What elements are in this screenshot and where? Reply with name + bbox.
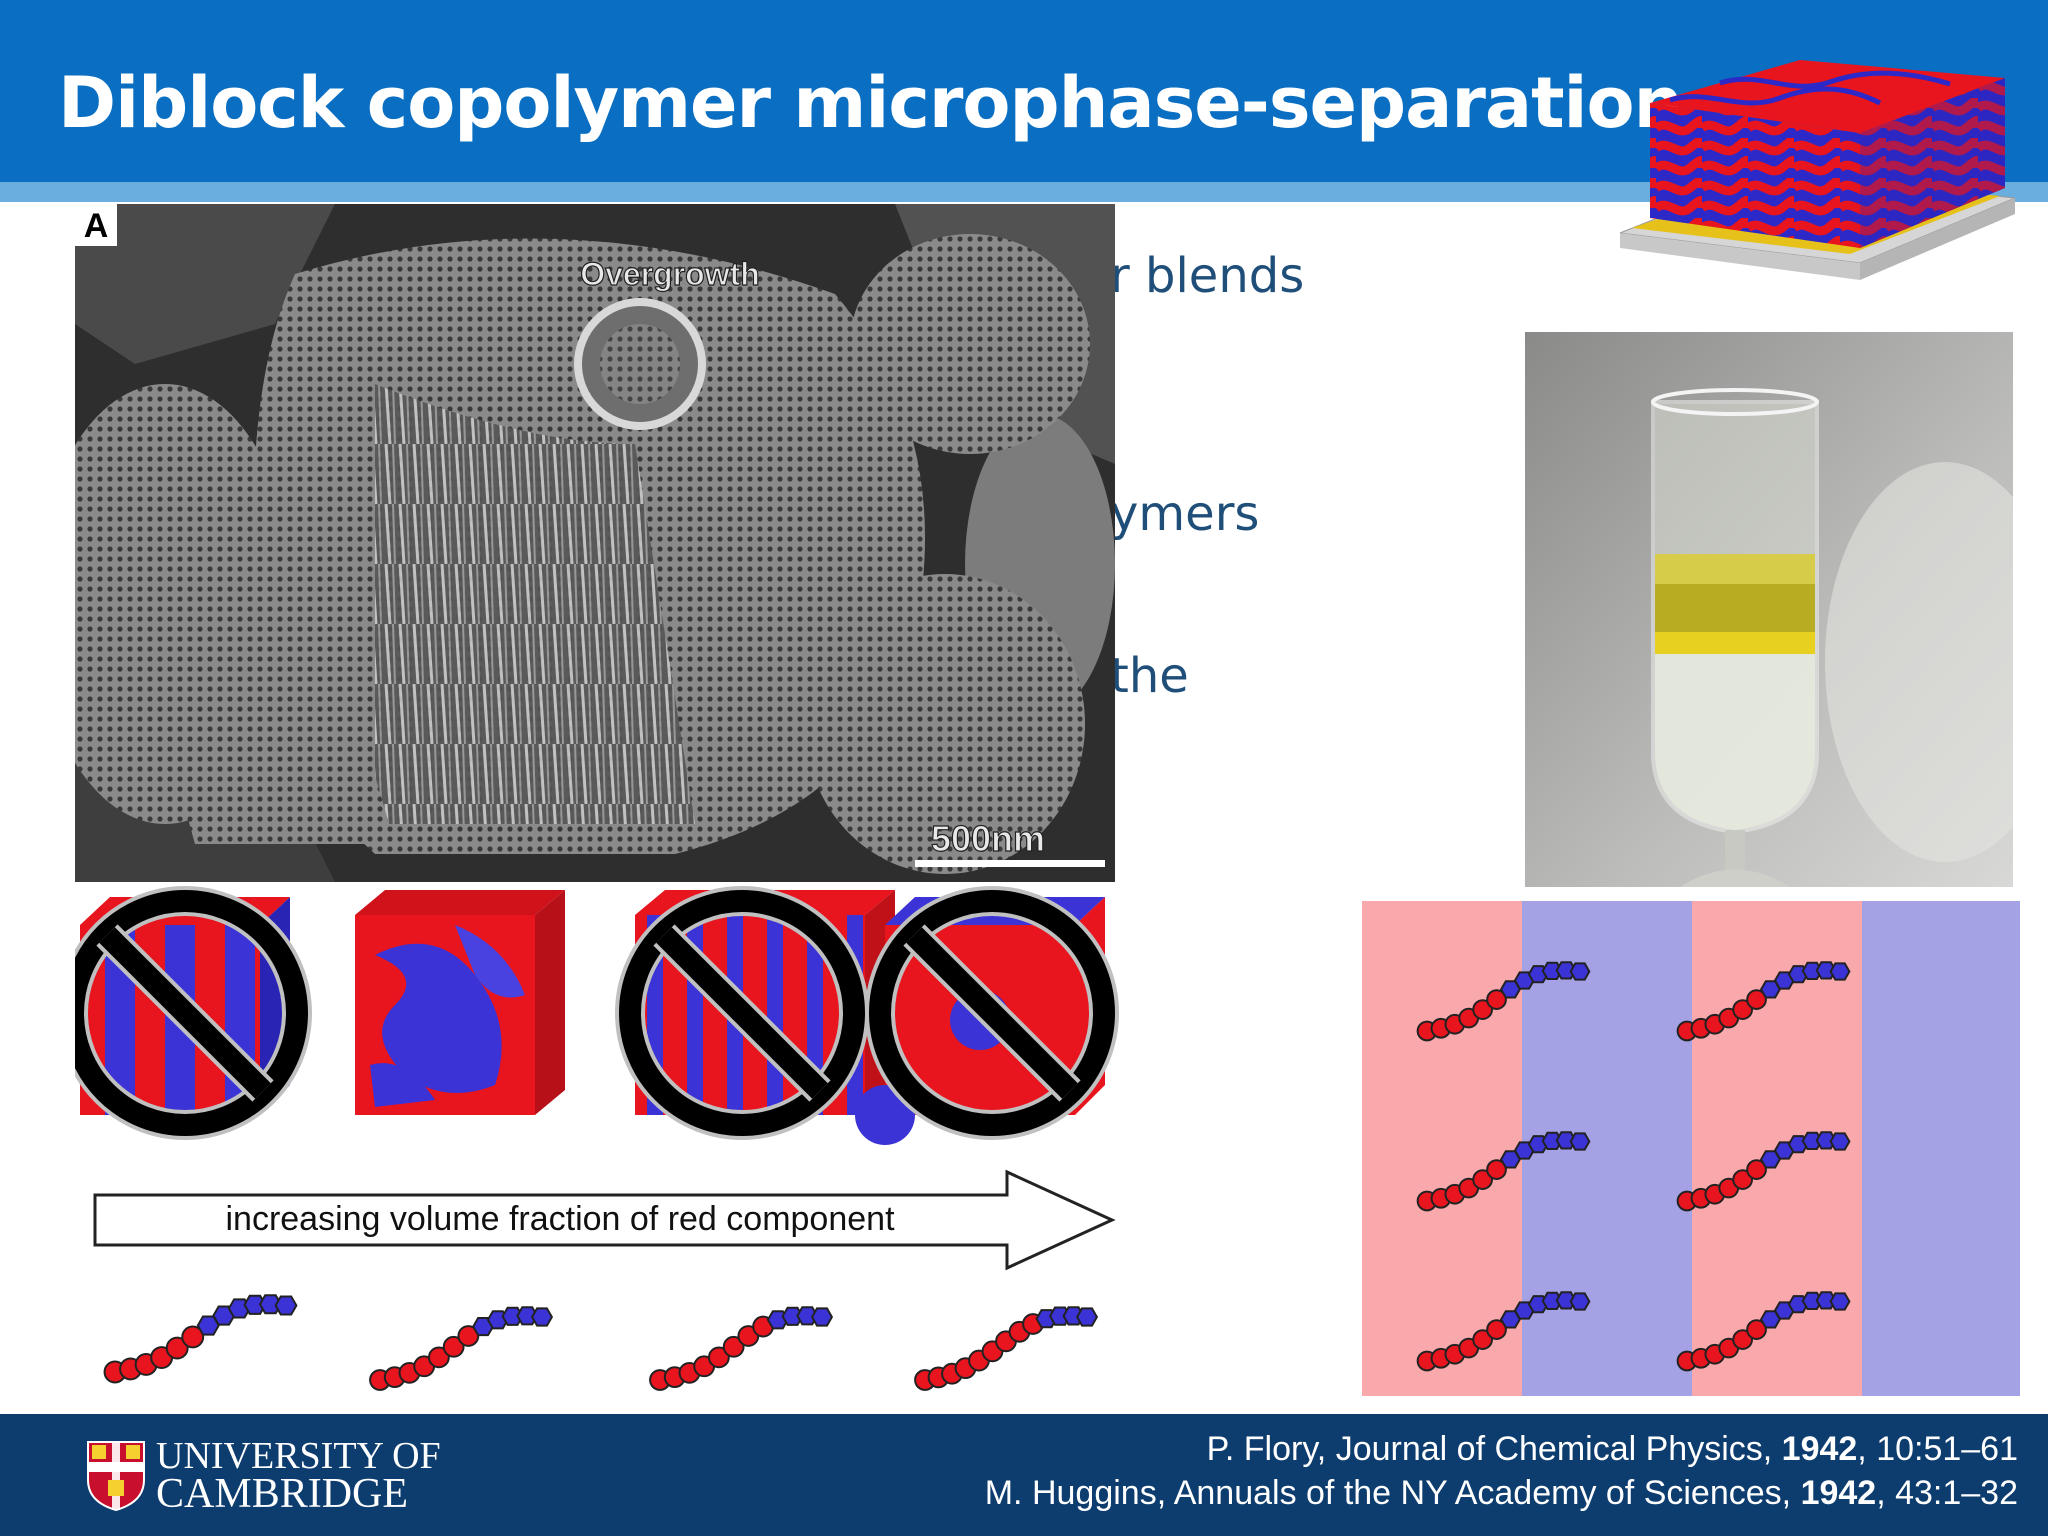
red-bead (428, 1346, 450, 1369)
red-bead (722, 1335, 745, 1358)
copolymer-chain (1676, 961, 1851, 1042)
blue-bead (530, 1307, 554, 1327)
copolymer-chain (1416, 961, 1591, 1042)
red-bead (1486, 1159, 1507, 1180)
blue-bead (501, 1306, 524, 1326)
red-bead (708, 1346, 730, 1369)
copolymer-chain (1676, 1131, 1851, 1212)
university-name-line2: CAMBRIDGE (156, 1471, 409, 1517)
sem-micrograph: A Overgrowth 500nm (75, 204, 1115, 882)
ref-huggins-pages: , 43:1–32 (1876, 1474, 2018, 1512)
red-bead (442, 1335, 465, 1358)
blue-bead (781, 1306, 804, 1326)
reference-huggins: M. Huggins, Annuals of the NY Academy of… (985, 1474, 2018, 1513)
blue-bead (1541, 961, 1563, 980)
red-bead (1746, 1159, 1767, 1180)
blue-bead (1801, 1291, 1823, 1310)
red-bead (1472, 1329, 1493, 1350)
ref-flory-year: 1942 (1781, 1430, 1858, 1468)
blue-bead (1541, 1291, 1563, 1310)
ref-huggins-text: M. Huggins, Annuals of the NY Academy of… (984, 1474, 1801, 1512)
university-name-line1: UNIVERSITY OF (156, 1435, 441, 1477)
red-bead (1486, 1319, 1507, 1340)
prohibited-icon (615, 886, 869, 1140)
copolymer-chain (1416, 1131, 1591, 1212)
bullet-text-1: r blends (1110, 248, 1305, 304)
copolymer-chain (1416, 1291, 1591, 1372)
reference-flory: P. Flory, Journal of Chemical Physics, 1… (1207, 1430, 2018, 1469)
red-bead (1732, 999, 1753, 1020)
ref-huggins-year: 1942 (1800, 1474, 1877, 1512)
blue-bead (243, 1294, 267, 1315)
blue-bead (1555, 961, 1577, 980)
red-bead (1732, 1169, 1753, 1190)
red-bead (1746, 1319, 1767, 1340)
copolymer-chain (1676, 1291, 1851, 1372)
blue-bead (1555, 1291, 1577, 1310)
red-bead (1486, 989, 1507, 1010)
red-bead (1746, 989, 1767, 1010)
ref-flory-pages: , 10:51–61 (1857, 1430, 2018, 1468)
copolymer-chain (103, 1294, 298, 1384)
phase-cubes (75, 886, 1119, 1145)
prohibited-icon (75, 886, 312, 1140)
blue-bead (1815, 961, 1837, 980)
copolymer-chain (369, 1306, 554, 1391)
slide-title: Diblock copolymer microphase-separation (58, 62, 1683, 144)
blue-bead (1541, 1131, 1563, 1150)
blue-bead (1815, 1131, 1837, 1150)
blue-bead (1829, 1292, 1851, 1311)
oil-water-glass-photo (1525, 332, 2013, 887)
blue-bead (516, 1306, 539, 1326)
blue-bead (1569, 1132, 1591, 1151)
gyroid-cube (355, 890, 565, 1115)
blue-bead (796, 1306, 819, 1326)
blue-bead (1569, 962, 1591, 981)
blue-bead (1801, 961, 1823, 980)
blue-bead (1829, 962, 1851, 981)
thin-film-diagram (1619, 60, 2016, 280)
volume-fraction-arrow: increasing volume fraction of red compon… (93, 1169, 1116, 1271)
bullet-text-2: ymers (1110, 486, 1260, 542)
blue-bead (1569, 1292, 1591, 1311)
cambridge-crest-icon (87, 1441, 145, 1512)
blue-bead (1829, 1132, 1851, 1151)
red-bead (1472, 999, 1493, 1020)
blue-bead (1801, 1131, 1823, 1150)
sem-overgrowth-label: Overgrowth (580, 256, 760, 292)
red-bead (181, 1325, 205, 1349)
header-stripe (0, 182, 2048, 202)
bullet-text-3: the (1110, 648, 1189, 704)
blue-bead (1815, 1291, 1837, 1310)
copolymer-chains (103, 1294, 1099, 1391)
lamellae-diagram (1362, 901, 2020, 1396)
red-bead (1732, 1329, 1753, 1350)
arrow-label: increasing volume fraction of red compon… (225, 1200, 895, 1238)
red-bead (165, 1336, 189, 1360)
blue-bead (258, 1294, 283, 1315)
red-bead (1472, 1169, 1493, 1190)
sem-panel-label: A (84, 207, 109, 245)
slide-footer (0, 1414, 2048, 1536)
blue-bead (274, 1295, 298, 1316)
prohibited-icon (865, 886, 1119, 1140)
copolymer-chain (649, 1306, 834, 1391)
copolymer-chain (914, 1306, 1099, 1391)
blue-bead (810, 1307, 834, 1327)
ref-flory-text: P. Flory, Journal of Chemical Physics, (1206, 1430, 1782, 1468)
sem-scale-bar-label: 500nm (931, 818, 1045, 859)
sem-scale-bar (915, 860, 1105, 867)
blue-bead (1555, 1131, 1577, 1150)
blue-bead (1075, 1307, 1099, 1327)
